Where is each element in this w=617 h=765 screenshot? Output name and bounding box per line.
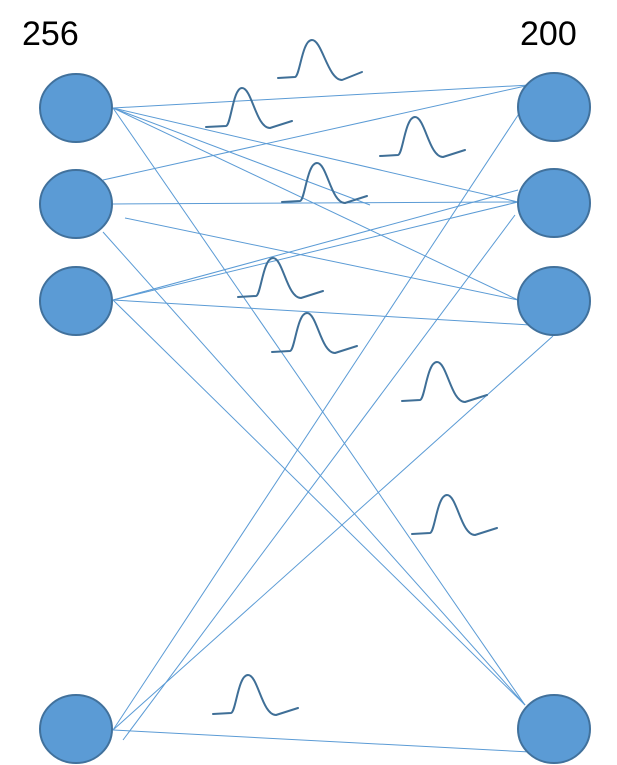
- spike-waveform: [205, 87, 293, 129]
- edge: [112, 107, 519, 301]
- edge: [124, 217, 519, 301]
- spike-waveforms: [205, 39, 498, 716]
- edge: [122, 214, 516, 741]
- edge: [112, 335, 554, 731]
- spike-waveform: [281, 162, 368, 204]
- edge: [112, 107, 519, 203]
- neuron-node: [39, 694, 113, 764]
- neuron-node: [39, 73, 113, 143]
- neuron-node: [517, 168, 591, 238]
- spike-waveform: [212, 674, 299, 716]
- edge: [102, 84, 531, 181]
- left-layer-count: 256: [22, 15, 79, 53]
- edge: [112, 99, 529, 731]
- neuron-node: [39, 266, 113, 336]
- edge: [102, 231, 526, 706]
- neuron-node: [517, 72, 591, 142]
- edge: [112, 729, 531, 753]
- spike-waveform: [401, 361, 488, 403]
- neuron-node: [517, 694, 591, 764]
- edge: [112, 189, 519, 301]
- edge: [112, 201, 519, 301]
- edge: [112, 107, 371, 206]
- edge: [112, 107, 526, 706]
- spike-waveform: [271, 312, 358, 354]
- spike-waveform: [277, 39, 363, 81]
- spike-waveform: [237, 257, 324, 299]
- connection-edges: [102, 84, 554, 753]
- right-layer-count: 200: [520, 15, 577, 53]
- edge: [112, 201, 519, 205]
- right-layer-neurons: [517, 72, 591, 764]
- spike-waveform: [379, 116, 466, 158]
- left-layer-neurons: [39, 73, 113, 764]
- edge: [112, 299, 526, 706]
- neuron-node: [39, 169, 113, 239]
- edge: [112, 84, 531, 109]
- neuron-node: [517, 266, 591, 336]
- spike-waveform: [411, 494, 498, 536]
- edge: [112, 299, 531, 326]
